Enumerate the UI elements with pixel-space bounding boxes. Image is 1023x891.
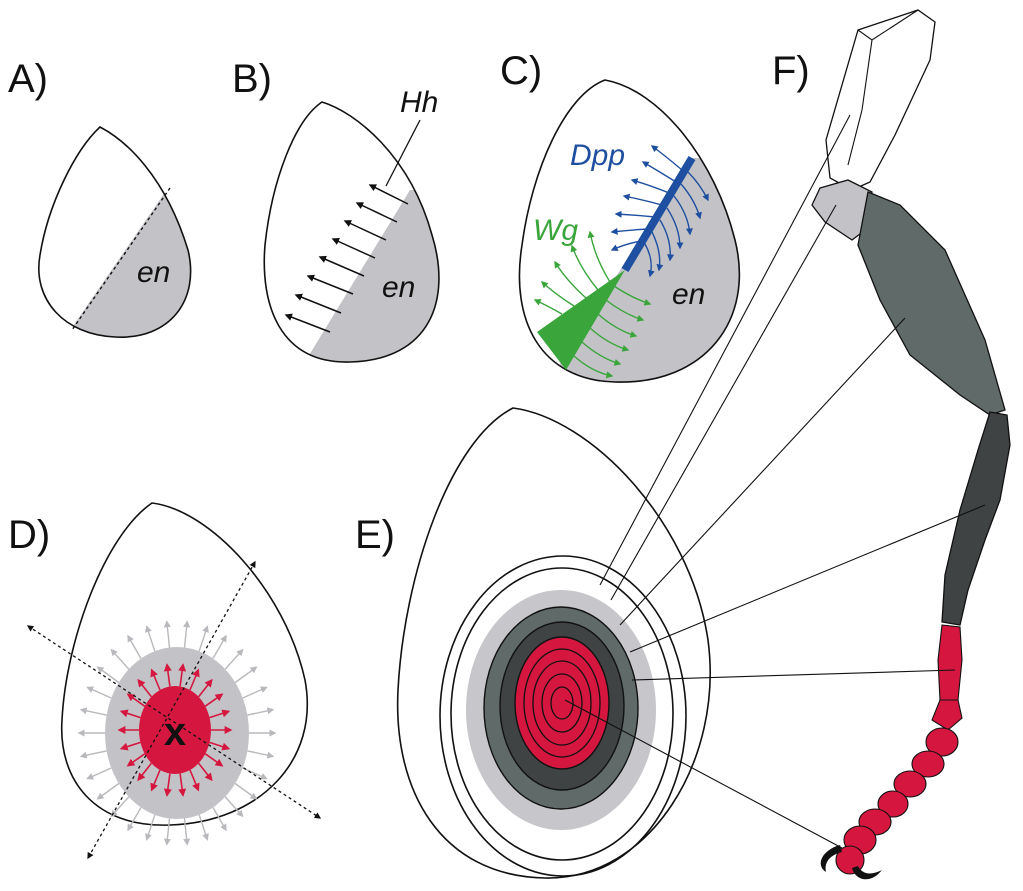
outer-spread-arrow — [145, 625, 156, 652]
gene-label-en-b: en — [382, 271, 415, 304]
leg-segment-tibia — [941, 411, 1011, 626]
fate-map-connectors — [564, 114, 986, 849]
signal-label-hh: Hh — [400, 86, 438, 119]
outer-spread-arrow — [242, 686, 268, 699]
outer-spread-arrow — [127, 807, 142, 832]
wg-signal-arrows — [533, 230, 652, 379]
wg-wedge — [537, 270, 625, 370]
disc-c-outline — [518, 79, 741, 383]
outer-spread-arrow — [247, 750, 275, 759]
disc-b-posterior-compartment — [300, 190, 439, 363]
outer-spread-arrow — [234, 666, 258, 684]
compartment-boundary-a — [71, 187, 171, 331]
disc-b-outline — [263, 101, 440, 363]
signal-label-dpp: Dpp — [570, 139, 625, 172]
outer-spread-arrow — [86, 686, 112, 699]
outer-spread-arrow — [127, 634, 142, 659]
outer-spread-arrow — [183, 818, 191, 846]
hh-label-pointer — [385, 119, 421, 187]
outer-spread-arrow — [110, 648, 130, 670]
panel-a-label: A) — [8, 57, 48, 101]
outer-spread-arrow — [198, 814, 209, 841]
panel-f-label: F) — [772, 49, 810, 93]
hh-signal-arrows — [284, 184, 409, 333]
ring-outer-2 — [450, 567, 674, 861]
disc-a-outline — [38, 126, 192, 338]
panel-c: C) Dpp — [500, 49, 741, 383]
dpp-stripe — [621, 155, 696, 273]
outer-spread-arrow — [79, 707, 107, 716]
gene-label-en-c: en — [672, 278, 705, 311]
outer-spread-arrow — [242, 767, 268, 780]
leg-tarsal-segments — [835, 624, 963, 875]
ring-outer-1 — [439, 555, 687, 877]
outer-spread-arrow — [163, 620, 171, 648]
ring-red — [514, 636, 610, 770]
center-mark: x — [164, 710, 186, 754]
outer-spread-arrow — [224, 648, 244, 670]
outer-spread-arrow — [163, 818, 171, 846]
outer-spread-arrow — [110, 796, 130, 818]
panel-f: F) — [772, 9, 1011, 880]
axis-arrow-2 — [87, 560, 256, 860]
leg-base-body-wall — [825, 9, 936, 191]
panel-e: E) — [355, 407, 711, 879]
red-inner-rings — [523, 648, 601, 758]
claw-left — [820, 845, 842, 872]
gene-label-en-a: en — [137, 256, 170, 289]
dpp-signal-arrows — [610, 145, 709, 278]
disc-e-outline — [396, 407, 711, 879]
signal-label-wg: Wg — [533, 214, 578, 247]
outer-spread-arrow — [247, 707, 275, 716]
leg-segment-femur — [857, 191, 1006, 416]
outer-spread-arrow — [79, 750, 107, 759]
outer-spread-arrow — [212, 634, 227, 659]
panel-d-label: D) — [8, 513, 50, 557]
outer-spread-arrow — [96, 666, 120, 684]
panel-e-label: E) — [355, 513, 395, 557]
outer-spread-arrow — [86, 767, 112, 780]
panel-c-label: C) — [500, 49, 542, 93]
outer-spread-arrow — [145, 814, 156, 841]
outer-spread-arrow — [96, 782, 120, 800]
disc-a-posterior-compartment — [60, 185, 191, 338]
panel-d: D) x — [8, 502, 322, 860]
panel-b-label: B) — [232, 57, 272, 101]
outer-spread-arrow — [183, 620, 191, 648]
disc-c-posterior-compartment — [540, 158, 740, 383]
panel-a: A) en — [8, 57, 192, 338]
outer-spread-arrow — [234, 782, 258, 800]
panel-b: B) Hh en — [232, 57, 440, 363]
claw-right — [852, 866, 882, 880]
